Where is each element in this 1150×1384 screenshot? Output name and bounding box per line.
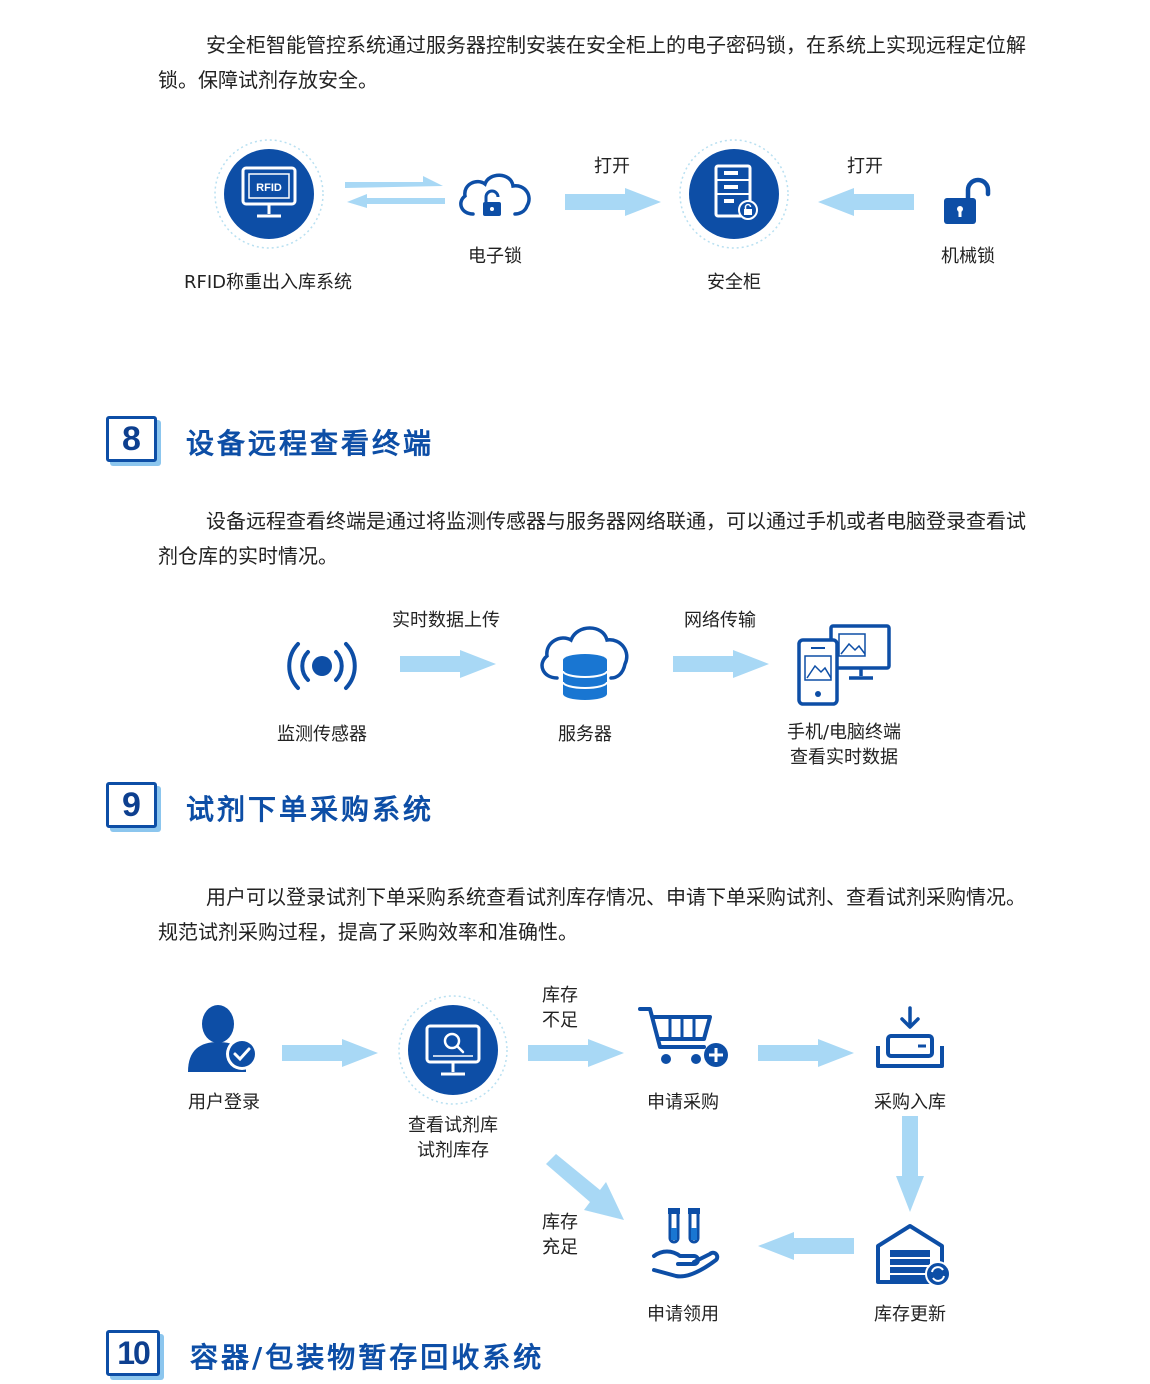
node-terminal-line2: 查看实时数据 <box>790 747 898 768</box>
arrow-right-6 <box>758 1039 854 1067</box>
node-check-line1: 查看试剂库 <box>408 1115 498 1136</box>
arrow-label-shortage-line2: 不足 <box>542 1010 578 1031</box>
node-terminal-label: 手机/电脑终端 查看实时数据 <box>764 720 924 770</box>
node-cabinet-label: 安全柜 <box>707 272 761 293</box>
phone-monitor-icon <box>797 624 891 706</box>
arrow-right-2 <box>400 650 496 678</box>
section-9-paragraph: 用户可以登录试剂下单采购系统查看试剂库存情况、申请下单采购试剂、查看试剂采购情况… <box>158 885 1026 944</box>
node-sensor-label: 监测传感器 <box>277 724 367 745</box>
hand-tubes-icon <box>652 1208 720 1279</box>
arrow-down-1 <box>896 1116 924 1212</box>
node-login-label: 用户登录 <box>188 1092 260 1113</box>
section-8-title: 设备远程查看终端 <box>186 427 435 460</box>
node-elock-label: 电子锁 <box>468 246 522 267</box>
node-check-line2: 试剂库存 <box>417 1140 489 1161</box>
arrow-label-enough-line1: 库存 <box>542 1212 578 1233</box>
arrow-left-2 <box>758 1232 854 1260</box>
arrow-left-1 <box>818 188 914 216</box>
arrow-label-shortage: 库存 不足 <box>530 983 590 1033</box>
monitor-search-icon <box>398 995 508 1105</box>
node-update-label: 库存更新 <box>874 1304 946 1325</box>
section-9-number: 9 <box>106 782 157 828</box>
rfid-badge-text: RFID <box>256 182 282 194</box>
arrow-label-shortage-line1: 库存 <box>542 985 578 1006</box>
sensor-signal-icon <box>287 642 357 690</box>
arrow-right-5 <box>528 1039 624 1067</box>
warehouse-refresh-icon <box>876 1224 951 1287</box>
tray-inbox-icon <box>876 1006 944 1068</box>
arrow-diagonal-1 <box>546 1154 624 1220</box>
cloud-lock-icon <box>459 173 531 216</box>
section-9-title: 试剂下单采购系统 <box>186 793 435 826</box>
intro-paragraph: 安全柜智能管控系统通过服务器控制安装在安全柜上的电子密码锁，在系统上实现远程定位… <box>158 33 1026 92</box>
arrow-label-open-right: 打开 <box>847 156 883 177</box>
arrow-right-4 <box>282 1039 378 1067</box>
padlock-open-icon <box>944 177 991 224</box>
section-10-number: 10 <box>106 1330 160 1376</box>
arrow-label-open-left: 打开 <box>594 156 630 177</box>
node-purchase-label: 申请采购 <box>647 1092 719 1113</box>
section-8-paragraph: 设备远程查看终端是通过将监测传感器与服务器网络联通，可以通过手机或者电脑登录查看… <box>158 509 1026 568</box>
cloud-database-icon <box>540 626 629 700</box>
node-receive-label: 申请领用 <box>647 1304 719 1325</box>
user-check-icon <box>188 1005 258 1072</box>
node-rfid-label: RFID称重出入库系统 <box>183 272 353 293</box>
bidirectional-arrows <box>345 176 445 208</box>
section-10-title: 容器/包装物暂存回收系统 <box>190 1341 545 1374</box>
safe-cabinet-icon <box>679 139 789 249</box>
arrow-label-enough: 库存 充足 <box>530 1210 590 1260</box>
node-terminal-line1: 手机/电脑终端 <box>786 722 902 743</box>
rfid-monitor-icon: RFID <box>214 139 324 249</box>
arrow-right-3 <box>673 650 769 678</box>
arrow-right-1 <box>565 188 661 216</box>
arrow-label-upload: 实时数据上传 <box>392 610 500 631</box>
node-mlock-label: 机械锁 <box>941 246 995 267</box>
section-8-number: 8 <box>106 416 157 462</box>
arrow-label-enough-line2: 充足 <box>542 1237 578 1258</box>
node-server-label: 服务器 <box>558 724 612 745</box>
node-stockin-label: 采购入库 <box>874 1092 946 1113</box>
cart-add-icon <box>638 1007 728 1067</box>
arrow-label-network: 网络传输 <box>684 610 756 631</box>
node-check-label: 查看试剂库 试剂库存 <box>383 1113 523 1163</box>
